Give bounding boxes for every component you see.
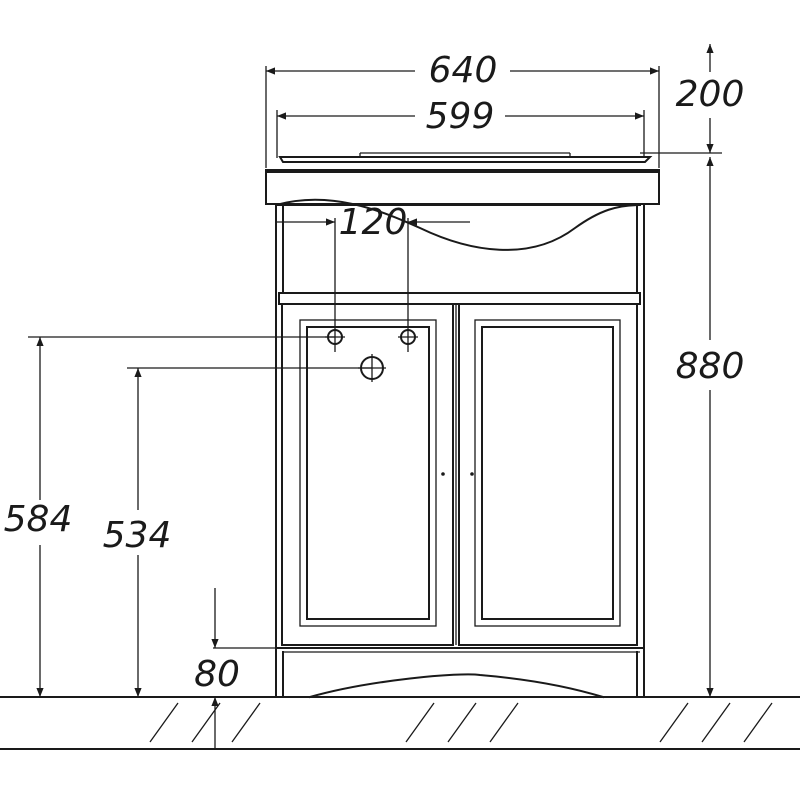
dimension-drain-height: 534 (103, 367, 372, 697)
dimension-80-label: 80 (194, 654, 240, 695)
dimension-200-label: 200 (676, 74, 745, 115)
floor (0, 696, 800, 750)
door-handle-right (470, 472, 474, 476)
basin-countertop (265, 152, 660, 251)
cabinet-door-right (458, 303, 638, 646)
dimension-top-height: 200 (640, 44, 745, 154)
door-handle-left (441, 472, 445, 476)
dimension-584-label: 584 (4, 499, 73, 540)
dimension-width-inner: 599 (276, 96, 645, 158)
dimension-hole-spacing: 120 (275, 202, 470, 352)
floor-hatching (149, 702, 773, 743)
dimension-inlet-height: 584 (4, 336, 335, 697)
cabinet-door-left (281, 303, 454, 646)
dimension-120-label: 120 (339, 202, 408, 243)
dimension-880-label: 880 (676, 346, 745, 387)
dimension-640-label: 640 (429, 50, 498, 91)
dimension-total-height: 880 (676, 157, 745, 697)
dimension-599-label: 599 (426, 96, 495, 137)
dimension-plinth-height: 80 (194, 588, 276, 750)
dimension-width-outer: 640 (265, 50, 660, 168)
dimension-534-label: 534 (103, 515, 172, 556)
